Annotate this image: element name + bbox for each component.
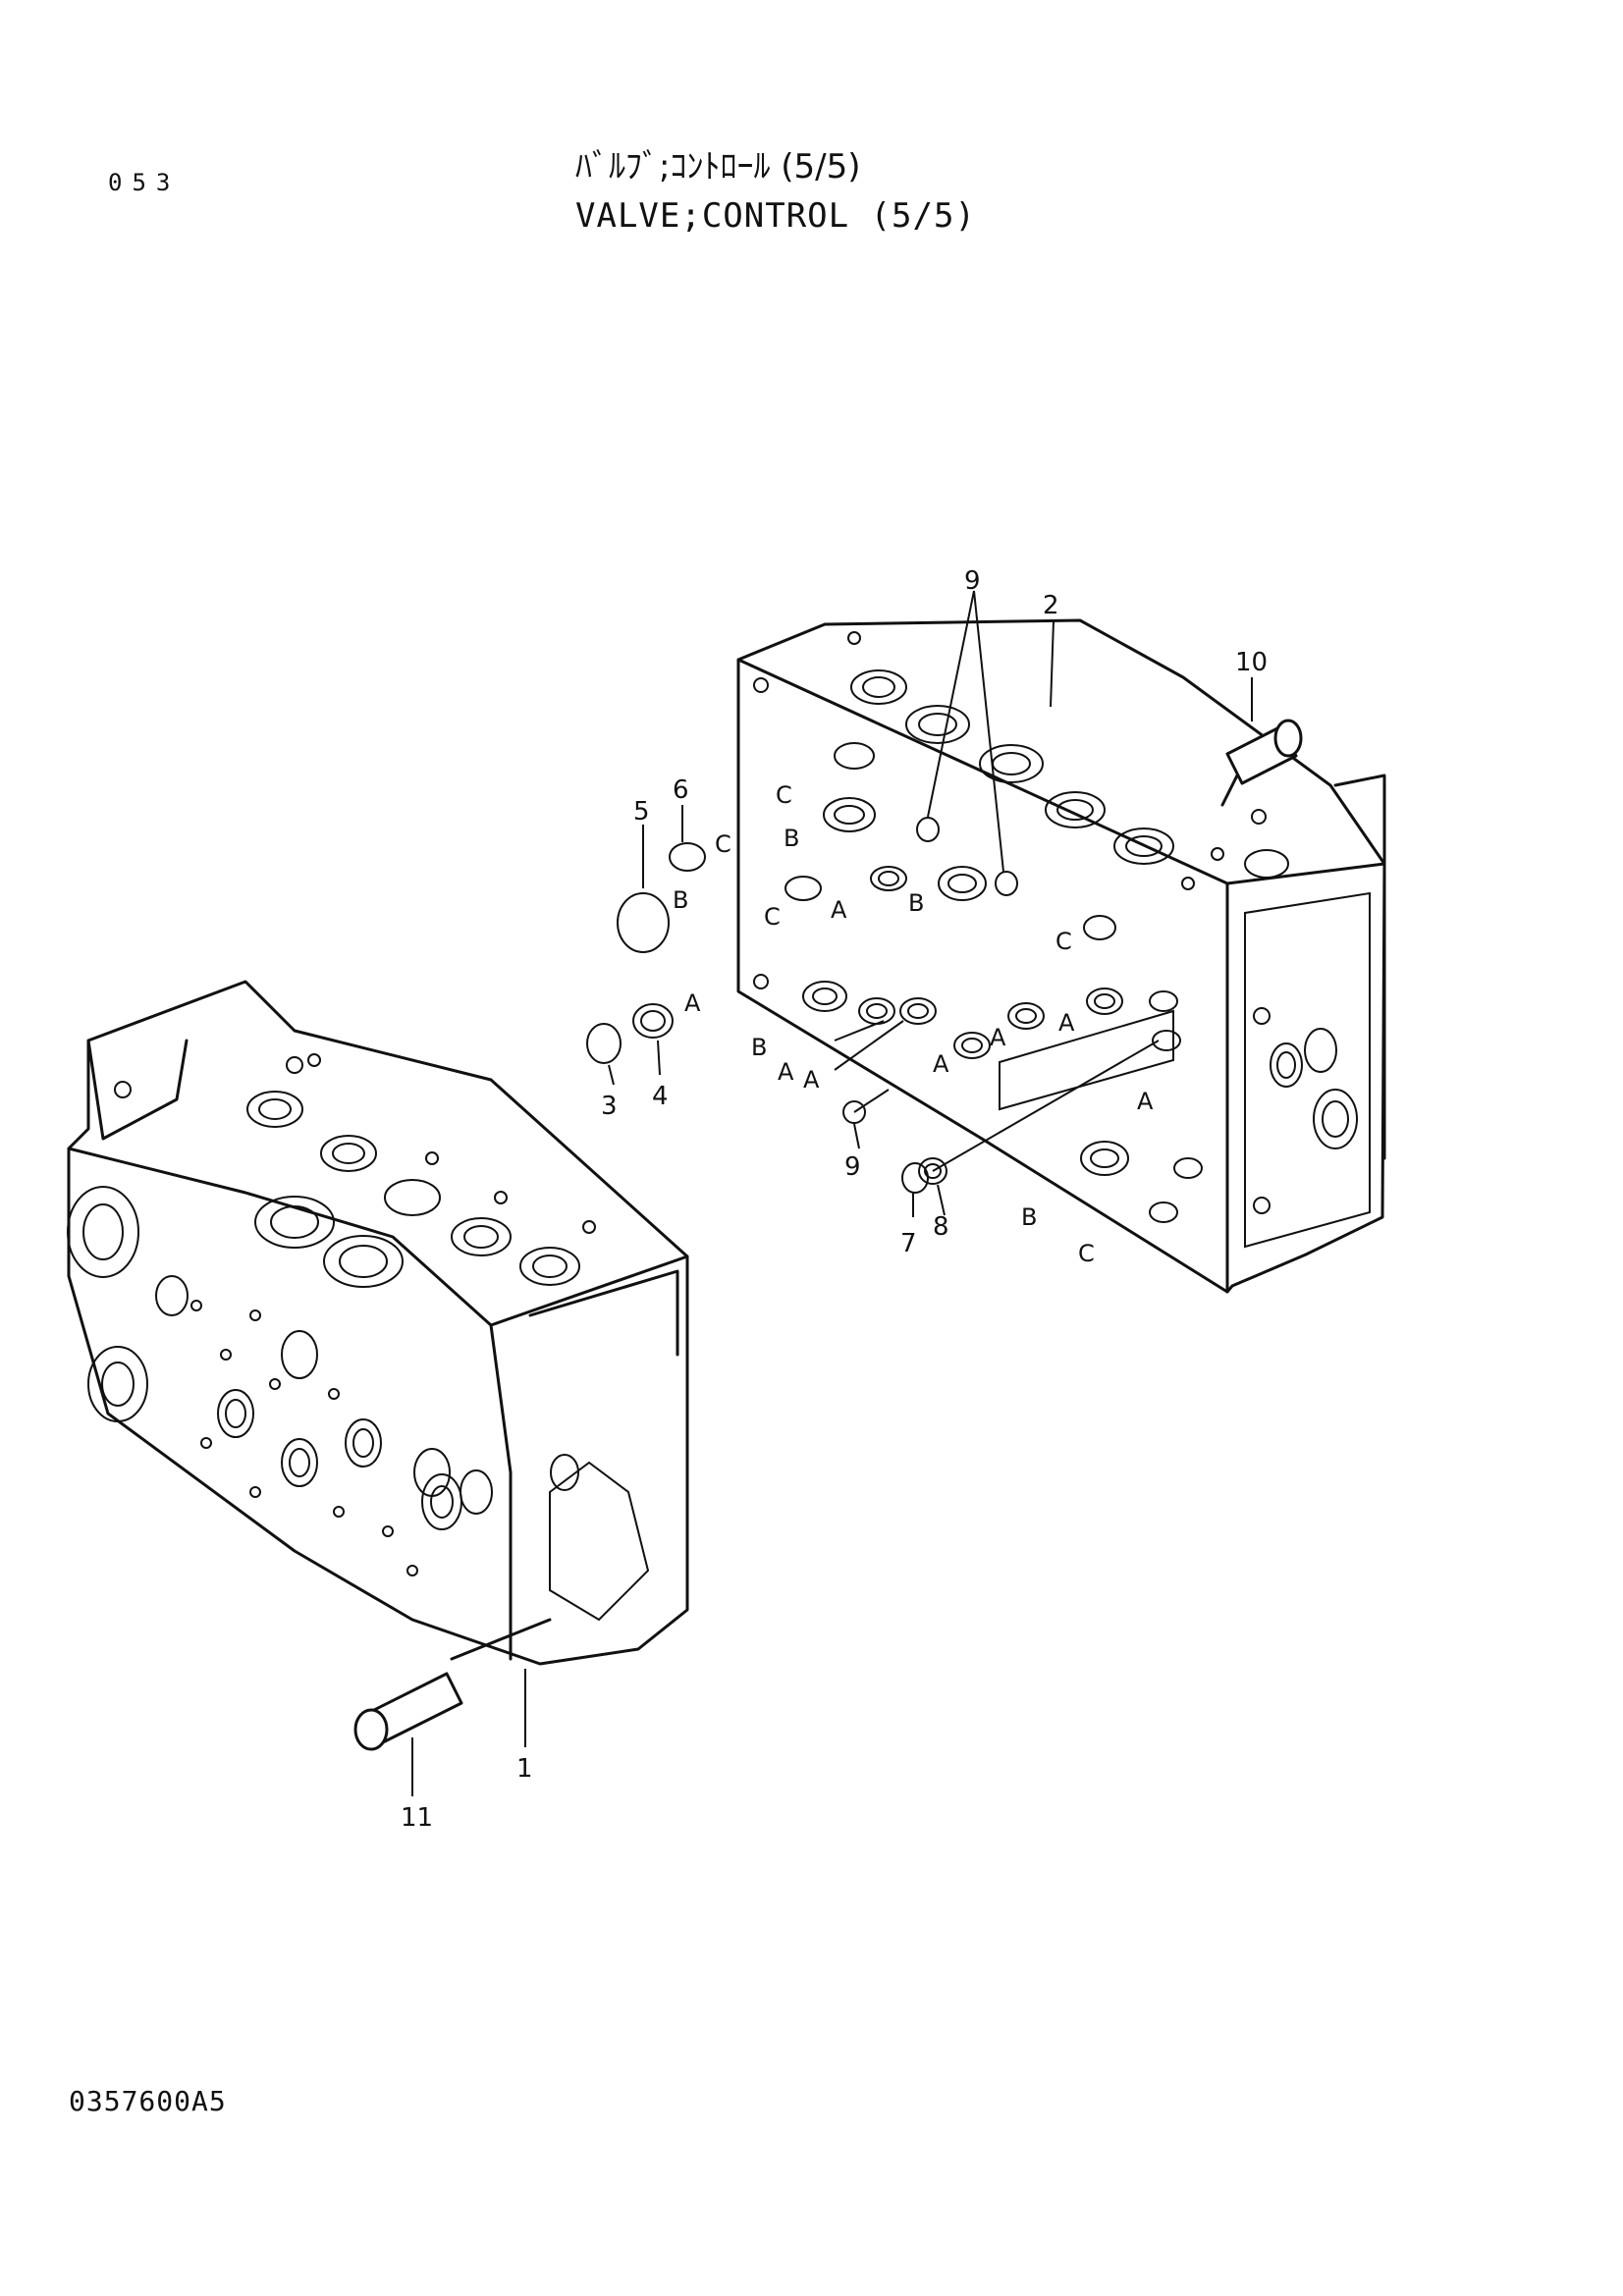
port-label-b: B [673, 886, 688, 914]
title-english: VALVE;CONTROL (5/5) [575, 196, 976, 236]
port-label-b: B [1021, 1203, 1037, 1231]
valve-block-right [736, 618, 1386, 1294]
callout-10: 10 [1235, 648, 1268, 677]
port-label-a: A [684, 989, 701, 1017]
document-code: 0357600A5 [69, 2085, 227, 2117]
o-ring-6 [669, 842, 706, 872]
port-label-a: A [803, 1066, 820, 1094]
port-label-a: A [831, 896, 847, 924]
seal-ring-8 [918, 1157, 947, 1185]
o-ring-9-upper-b [995, 871, 1018, 896]
callout-5: 5 [633, 797, 650, 827]
port-letter-labels: B C A C B C A B C B A A A A A A B C [673, 781, 1154, 1267]
callout-4: 4 [652, 1082, 669, 1111]
callout-11: 11 [401, 1803, 433, 1833]
o-ring-7 [901, 1162, 929, 1194]
callout-8: 8 [933, 1212, 949, 1242]
o-ring-9-lower [842, 1100, 866, 1124]
callout-3: 3 [601, 1092, 618, 1121]
port-label-a: A [990, 1024, 1006, 1051]
port-label-b: B [784, 825, 799, 852]
o-ring-9-upper-a [916, 817, 940, 842]
seal-rings [586, 817, 1018, 1194]
callout-numbers: 9 2 10 5 6 3 4 9 7 8 1 11 [401, 566, 1268, 1833]
port-label-b: B [908, 889, 924, 917]
callout-9-top: 9 [964, 566, 981, 596]
callout-9-low: 9 [844, 1152, 861, 1182]
page-number: 053 [108, 169, 181, 196]
o-ring-5 [617, 892, 670, 953]
title-japanese: ﾊﾞﾙﾌﾞ;ｺﾝﾄﾛｰﾙ (5/5) [575, 147, 861, 187]
port-label-c: C [715, 830, 731, 858]
port-label-a: A [1058, 1009, 1075, 1037]
o-ring-3 [586, 1023, 622, 1064]
port-label-c: C [776, 781, 792, 809]
callout-6: 6 [673, 775, 689, 805]
port-label-b: B [751, 1034, 767, 1061]
callout-1: 1 [516, 1754, 533, 1784]
port-label-c: C [764, 903, 781, 931]
port-label-a: A [1137, 1088, 1154, 1115]
callout-2: 2 [1043, 591, 1059, 620]
leader-lines [411, 590, 1253, 1796]
port-label-c: C [1055, 928, 1072, 955]
seal-ring-4 [632, 1003, 674, 1039]
valve-block-left [67, 980, 689, 1751]
port-label-a: A [933, 1050, 949, 1078]
port-label-a: A [778, 1058, 794, 1086]
callout-7: 7 [900, 1229, 917, 1258]
port-label-c: C [1078, 1240, 1095, 1267]
